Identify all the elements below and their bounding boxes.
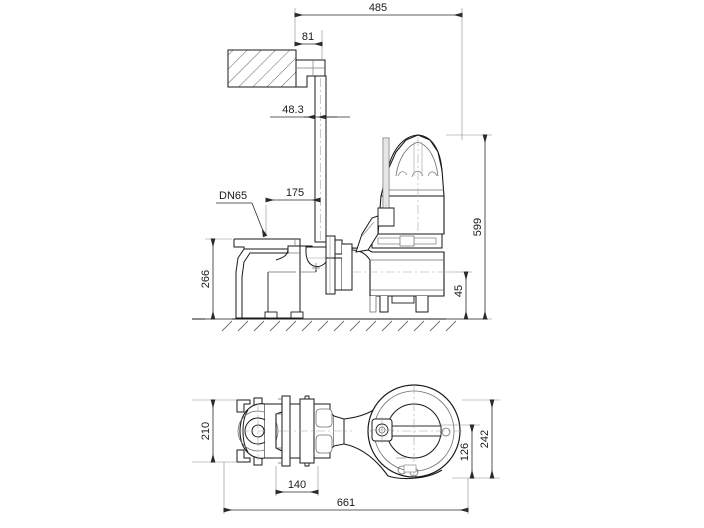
dimension-bracket-offset-81: 81 xyxy=(294,30,323,60)
floor-ground-line xyxy=(192,318,488,332)
dimension-rail-diameter-48: 48.3 xyxy=(270,104,350,120)
dimension-bolt-spacing-140: 140 xyxy=(275,466,319,496)
motor-stator-band xyxy=(371,219,443,249)
pump-volute-casing xyxy=(351,247,446,313)
dimension-overall-depth-242: 242 xyxy=(452,399,500,479)
plan-discharge-flange xyxy=(236,397,286,466)
dim-label-140: 140 xyxy=(288,479,306,491)
dim-label-242: 242 xyxy=(479,430,491,448)
dim-label-48-3: 48.3 xyxy=(282,104,303,116)
plan-view: 210 242 126 140 661 xyxy=(192,384,500,514)
motor-housing xyxy=(377,134,445,235)
dimension-flange-width-210: 210 xyxy=(192,399,236,463)
dimension-flange-offset-175: 175 xyxy=(265,187,321,236)
cable-guide-assembly xyxy=(355,137,395,253)
dim-label-45: 45 xyxy=(453,285,465,297)
dim-label-dn65: DN65 xyxy=(219,190,247,202)
dim-label-175: 175 xyxy=(286,187,304,199)
dimension-overall-length-661: 661 xyxy=(223,462,469,514)
plan-coupling-block xyxy=(278,395,352,467)
discharge-elbow-base xyxy=(233,238,327,319)
plan-motor-body xyxy=(367,384,462,480)
dimension-flange-height-266: 266 xyxy=(200,238,232,320)
dimension-base-height-45: 45 xyxy=(446,271,472,320)
upper-guide-bracket xyxy=(295,59,326,88)
dim-label-210: 210 xyxy=(200,422,212,440)
dim-label-485: 485 xyxy=(369,2,387,14)
dim-label-599: 599 xyxy=(472,218,484,236)
wall-section xyxy=(227,49,297,88)
dim-label-266: 266 xyxy=(200,270,212,288)
side-elevation-view: 485 81 48.3 175 DN65 266 xyxy=(192,2,492,332)
dim-label-661: 661 xyxy=(337,497,355,509)
label-discharge-port-dn65: DN65 xyxy=(216,190,268,238)
dimension-motor-offset-126: 126 xyxy=(440,424,480,479)
dimension-overall-width-485: 485 xyxy=(294,2,463,140)
dim-label-126: 126 xyxy=(459,443,471,461)
dim-label-81: 81 xyxy=(302,31,314,43)
dimension-overall-height-599: 599 xyxy=(446,134,492,320)
guide-rail-pipe xyxy=(314,75,327,243)
auto-coupling-flange xyxy=(325,235,353,295)
